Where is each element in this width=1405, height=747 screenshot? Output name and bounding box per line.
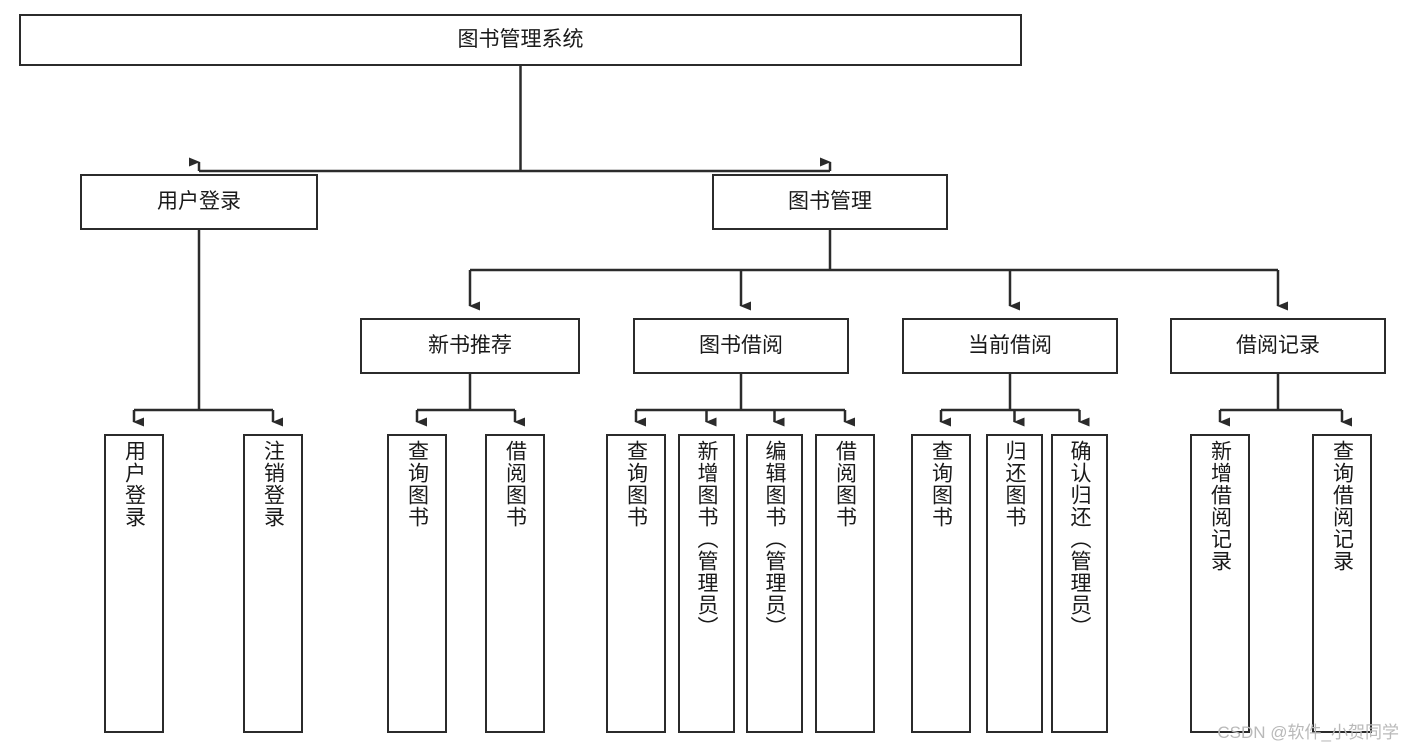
- node-book-manage[interactable]: 图书管理: [712, 174, 948, 230]
- node-label: 编辑图书（管理员）: [763, 440, 786, 638]
- node-label: 借阅图书: [833, 440, 857, 528]
- node-user-login[interactable]: 用户登录: [80, 174, 318, 230]
- node-borrow-record[interactable]: 借阅记录: [1170, 318, 1386, 374]
- node-label: 借阅记录: [1236, 334, 1320, 358]
- node-label: 新增借阅记录: [1208, 440, 1232, 572]
- node-leaf-query-borrow-record[interactable]: 查询借阅记录: [1312, 434, 1372, 733]
- node-label: 新书推荐: [428, 334, 512, 358]
- node-leaf-borrow-query-book[interactable]: 查询图书: [606, 434, 666, 733]
- node-leaf-add-book-admin[interactable]: 新增图书（管理员）: [678, 434, 735, 733]
- node-label: 归还图书: [1003, 440, 1026, 528]
- node-label: 用户登录: [122, 440, 146, 528]
- node-root-book-management-system[interactable]: 图书管理系统: [19, 14, 1022, 66]
- node-new-book-rec[interactable]: 新书推荐: [360, 318, 580, 374]
- node-label: 查询图书: [624, 440, 648, 528]
- node-label: 借阅图书: [503, 440, 527, 528]
- node-label: 查询图书: [405, 440, 429, 528]
- node-label: 图书管理系统: [457, 28, 584, 52]
- node-label: 当前借阅: [968, 334, 1052, 358]
- node-book-borrow[interactable]: 图书借阅: [633, 318, 849, 374]
- node-leaf-return-book[interactable]: 归还图书: [986, 434, 1043, 733]
- node-label: 查询图书: [929, 440, 953, 528]
- node-label: 查询借阅记录: [1330, 440, 1354, 572]
- node-label: 注销登录: [261, 440, 285, 528]
- node-leaf-user-login[interactable]: 用户登录: [104, 434, 164, 733]
- node-leaf-user-logout[interactable]: 注销登录: [243, 434, 303, 733]
- node-current-borrow[interactable]: 当前借阅: [902, 318, 1118, 374]
- node-label: 新增图书（管理员）: [695, 440, 718, 638]
- watermark-text: CSDN @软件_小贺同学: [1217, 723, 1399, 742]
- node-label: 图书管理: [788, 190, 872, 214]
- node-label: 用户登录: [157, 190, 241, 214]
- edge-group: [132, 66, 1352, 427]
- node-leaf-edit-book-admin[interactable]: 编辑图书（管理员）: [746, 434, 803, 733]
- node-label: 确认归还（管理员）: [1068, 440, 1091, 638]
- node-leaf-borrow-book[interactable]: 借阅图书: [815, 434, 875, 733]
- node-label: 图书借阅: [699, 334, 783, 358]
- node-leaf-rec-borrow-book[interactable]: 借阅图书: [485, 434, 545, 733]
- node-leaf-cur-query-book[interactable]: 查询图书: [911, 434, 971, 733]
- node-leaf-add-borrow-record[interactable]: 新增借阅记录: [1190, 434, 1250, 733]
- node-leaf-rec-query-book[interactable]: 查询图书: [387, 434, 447, 733]
- node-leaf-confirm-return-admin[interactable]: 确认归还（管理员）: [1051, 434, 1108, 733]
